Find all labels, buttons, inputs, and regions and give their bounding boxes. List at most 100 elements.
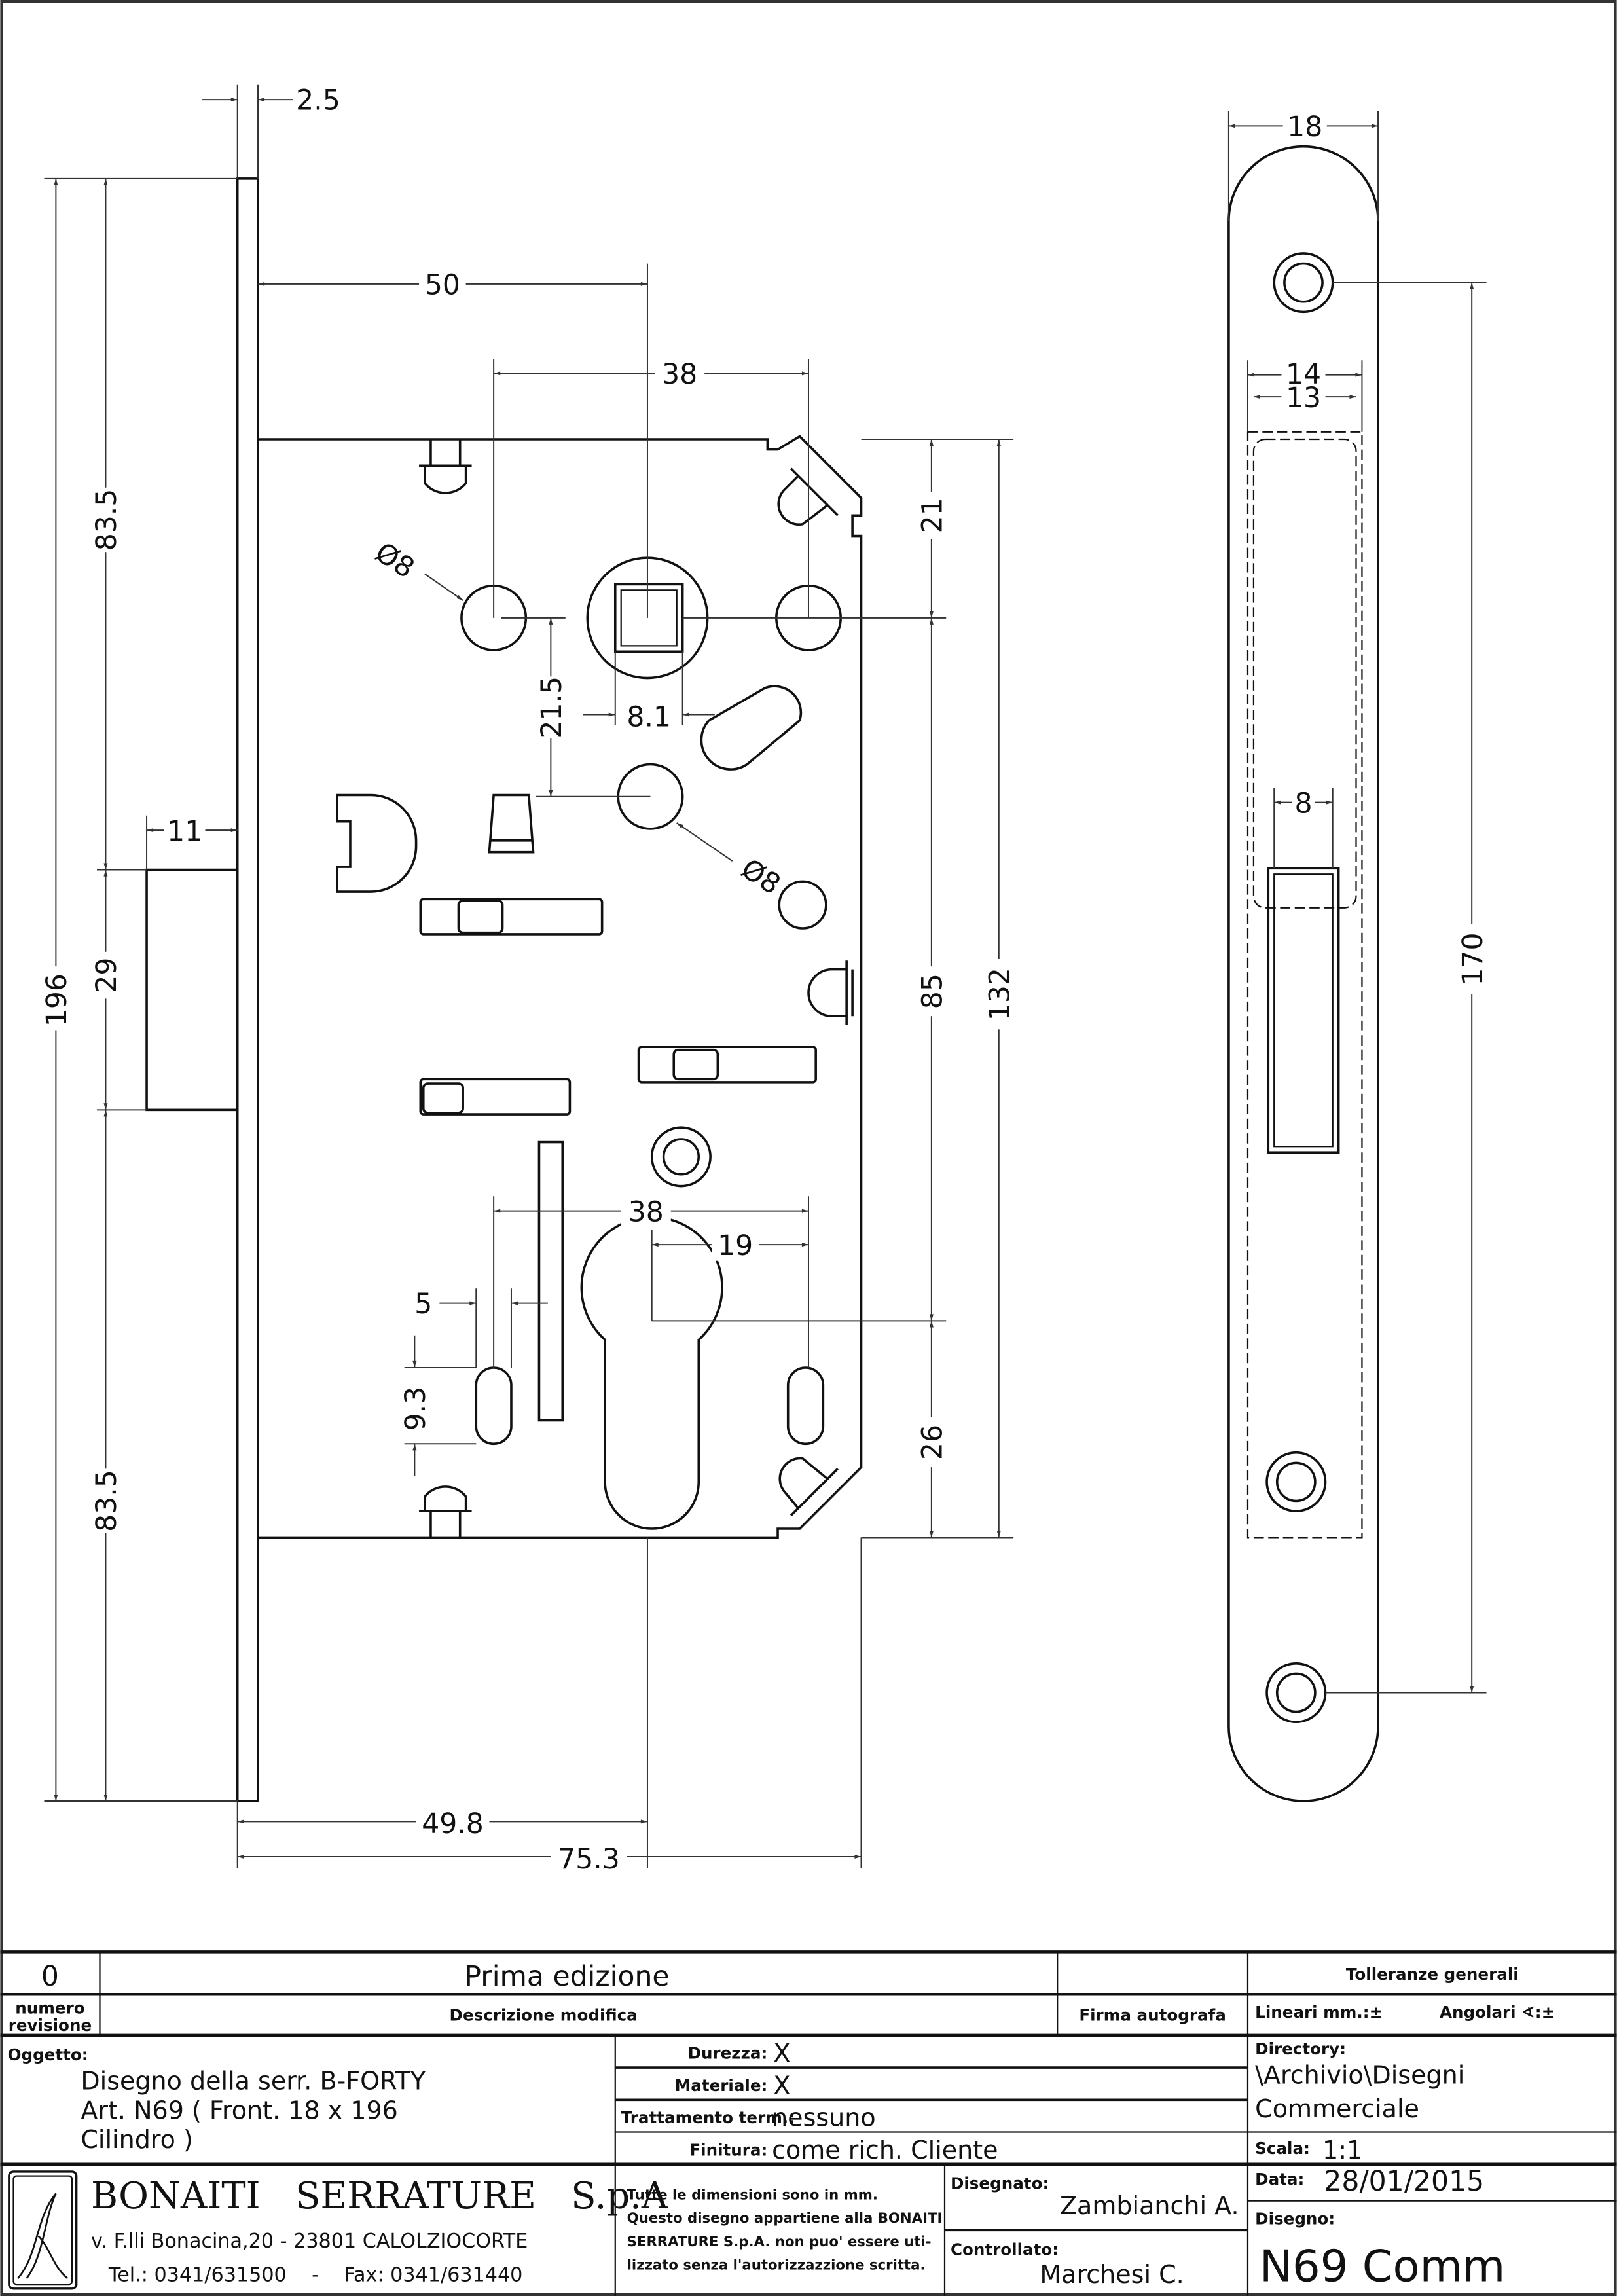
- dim-label: Ø8: [369, 536, 420, 585]
- slide-part: [419, 898, 604, 936]
- drawing-label: Disegno:: [1255, 2209, 1335, 2228]
- strike-plate-view: 18 14 13 8 170: [1227, 109, 1490, 1802]
- dim-label: 38: [662, 359, 697, 391]
- trapezoid-part: [488, 793, 535, 854]
- drawing-number: N69 Comm: [1260, 2241, 1505, 2292]
- dim-label: 170: [1457, 932, 1489, 985]
- finish-value: come rich. Cliente: [772, 2136, 998, 2164]
- spindle-square: [613, 583, 684, 653]
- subject-line: Disegno della serr. B-FORTY: [81, 2067, 426, 2096]
- dim-label: 11: [167, 816, 202, 848]
- date-label: Data:: [1255, 2170, 1304, 2189]
- vertical-bar: [537, 1140, 564, 1422]
- description-label: Descrizione modifica: [450, 2006, 638, 2025]
- pin: [419, 439, 472, 494]
- d-shape-part: [336, 793, 418, 893]
- directory-line: Commerciale: [1255, 2094, 1419, 2123]
- slide-part-block: [422, 1082, 464, 1114]
- dim-label: 196: [41, 974, 73, 1027]
- lock-front-view: 2.5 50 38 196 83.5 29 83.5: [38, 84, 1017, 1876]
- dim-label: 83.5: [91, 489, 123, 551]
- signature-label: Firma autografa: [1079, 2006, 1226, 2025]
- dim-label: 50: [425, 270, 460, 302]
- directory-label: Directory:: [1255, 2039, 1346, 2058]
- slide-part-block: [457, 899, 504, 934]
- dim-label: 9.3: [400, 1387, 432, 1431]
- dim-label: 38: [628, 1196, 664, 1228]
- finish-label: Finitura:: [689, 2140, 767, 2159]
- faceplate: [236, 177, 259, 1802]
- recess-outline: [1246, 431, 1363, 1539]
- dim-label: 21.5: [536, 676, 568, 738]
- slide-part: [637, 1046, 817, 1084]
- dim-label: 85: [917, 974, 949, 1009]
- company-name: BONAITI SERRATURE S.p.A: [91, 2175, 668, 2217]
- scale-value: 1:1: [1322, 2136, 1362, 2164]
- recess-inner-outline: [1252, 438, 1357, 909]
- heat-treatment-label: Trattamento term.:: [621, 2108, 795, 2127]
- dim-label: 75.3: [558, 1844, 620, 1876]
- slide-part: [419, 1078, 572, 1116]
- latch-bolt: [145, 868, 239, 1112]
- revision-number: 0: [41, 1961, 59, 1993]
- slide-part-block: [672, 1048, 719, 1081]
- dim-label: 8.1: [627, 701, 671, 733]
- dim-label: 132: [984, 968, 1016, 1021]
- company-logo: [8, 2170, 78, 2290]
- checked-label: Controllato:: [951, 2240, 1059, 2259]
- note-line: SERRATURE S.p.A. non puo' essere uti-: [627, 2234, 932, 2250]
- pin: [778, 1457, 839, 1517]
- company-phone: Tel.: 0341/631500 - Fax: 0341/631440: [108, 2264, 522, 2287]
- checked-by: Marchesi C.: [1040, 2260, 1184, 2289]
- directory-line: \Archivio\Disegni: [1255, 2061, 1464, 2090]
- heat-treatment-value: nessuno: [772, 2104, 876, 2132]
- angular-tolerance: Angolari ∢:±: [1440, 2003, 1555, 2022]
- dim-label: Ø8: [735, 853, 786, 902]
- company-address: v. F.lli Bonacina,20 - 23801 CALOLZIOCOR…: [91, 2230, 528, 2253]
- dim-label: 2.5: [296, 85, 340, 117]
- subject-line: Art. N69 ( Front. 18 x 196: [81, 2096, 397, 2124]
- scale-label: Scala:: [1255, 2139, 1310, 2158]
- note-line: Questo disegno appartiene alla BONAITI: [627, 2210, 943, 2227]
- dim-label: 29: [91, 958, 123, 993]
- screw-hole: [1273, 252, 1334, 314]
- dim-label: 8: [1294, 788, 1312, 820]
- slotted-hole: [700, 685, 803, 771]
- ring: [650, 1126, 712, 1188]
- slot: [475, 1366, 513, 1446]
- strike-slot-inner: [1273, 873, 1334, 1148]
- linear-tolerance: Lineari mm.:±: [1255, 2003, 1383, 2022]
- date-value: 28/01/2015: [1324, 2166, 1484, 2198]
- hardness-value: X: [773, 2039, 790, 2068]
- pin: [777, 467, 839, 526]
- dim-label: 19: [718, 1230, 753, 1262]
- screw-hole-inner: [1283, 262, 1324, 303]
- material-label: Materiale:: [675, 2076, 768, 2095]
- note-line: Tutte le dimensioni sono in mm.: [627, 2187, 878, 2203]
- dim-label: 5: [414, 1288, 432, 1321]
- dim-label: 49.8: [422, 1808, 484, 1840]
- title-block: 0 Prima edizione numero revisione Descri…: [0, 1950, 1617, 2296]
- screw-hole-inner: [1275, 1461, 1317, 1503]
- material-value: X: [773, 2071, 790, 2100]
- dim-label: 21: [917, 498, 949, 533]
- dimensions: 2.5 50 38 196 83.5 29 83.5: [38, 84, 1017, 1876]
- dim-label: 26: [917, 1425, 949, 1460]
- screw-hole-inner: [1275, 1672, 1317, 1713]
- pin: [419, 1485, 472, 1538]
- strike-dimensions: 18 14 13 8 170: [1227, 109, 1490, 1694]
- drawn-by: Zambianchi A.: [1060, 2191, 1239, 2220]
- screw-hole: [1265, 1662, 1327, 1724]
- screw-hole: [1265, 1451, 1327, 1512]
- subject-label: Oggetto:: [8, 2045, 88, 2064]
- ring-inner: [662, 1138, 700, 1176]
- revision-label: revisione: [9, 2016, 92, 2035]
- drawn-label: Disegnato:: [951, 2174, 1049, 2193]
- pin: [807, 960, 854, 1025]
- note-line: lizzato senza l'autorizzazzione scritta.: [627, 2257, 926, 2274]
- revision-description: Prima edizione: [464, 1961, 669, 1993]
- spindle-square-inner: [620, 589, 678, 647]
- hardness-label: Durezza:: [688, 2044, 768, 2063]
